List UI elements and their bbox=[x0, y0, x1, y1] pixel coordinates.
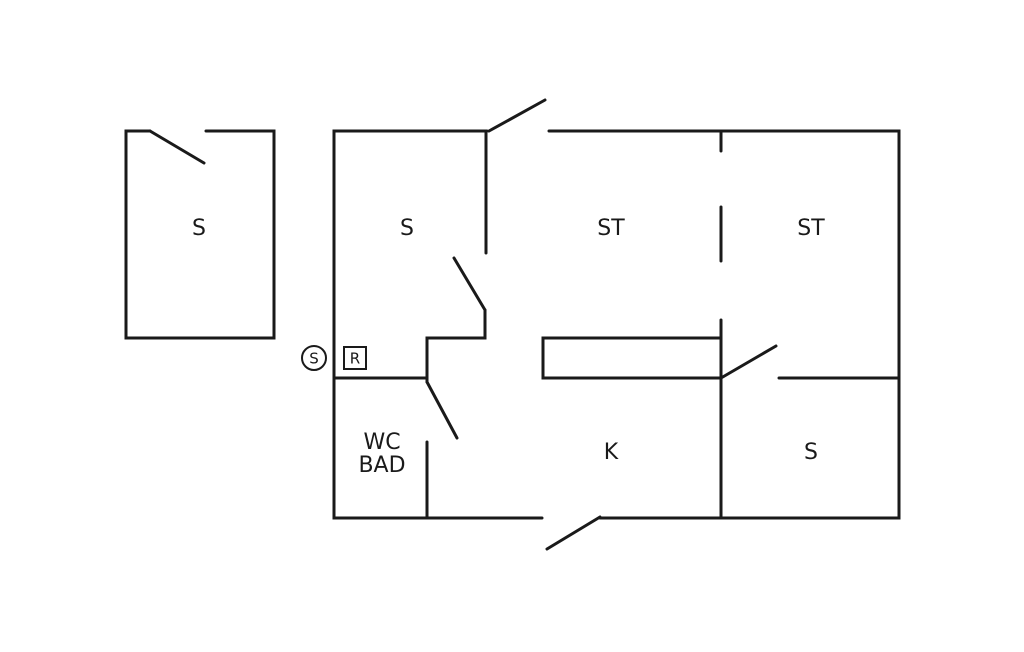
room-label-bedroom-right: S bbox=[804, 440, 818, 465]
room-label-detached-s: S bbox=[192, 216, 206, 241]
room-label-kitchen: K bbox=[604, 440, 619, 465]
square-symbol-label: R bbox=[350, 350, 360, 368]
circle-symbol: S bbox=[301, 345, 327, 371]
door-swing bbox=[719, 344, 778, 380]
door-swing bbox=[452, 256, 487, 312]
door-swing bbox=[148, 129, 206, 165]
room-label-bath: BAD bbox=[358, 453, 405, 478]
room-label-living-2: ST bbox=[797, 216, 825, 241]
room-label-bedroom-left: S bbox=[400, 216, 414, 241]
detached-room-walls bbox=[124, 129, 276, 340]
back-door-swing bbox=[545, 515, 602, 551]
square-symbol: R bbox=[343, 346, 367, 370]
door-swing bbox=[425, 380, 459, 440]
entrance-door-swing bbox=[487, 98, 547, 133]
kitchen-counter bbox=[541, 336, 723, 380]
main-walls bbox=[332, 98, 901, 551]
circle-symbol-label: S bbox=[309, 350, 319, 368]
room-label-wc: WC bbox=[363, 430, 400, 455]
room-label-living-1: ST bbox=[597, 216, 625, 241]
